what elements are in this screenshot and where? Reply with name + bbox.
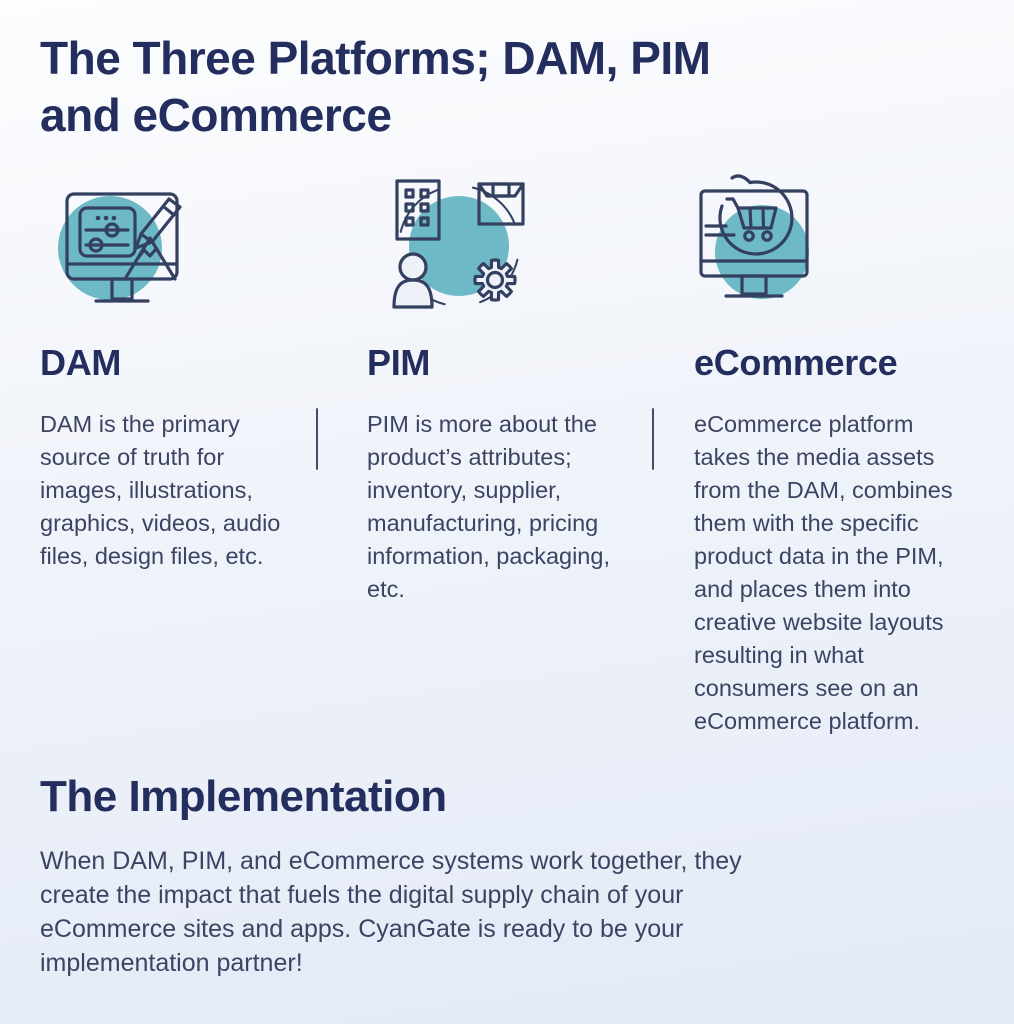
- dam-monitor-design-icon: [40, 166, 305, 324]
- page-title: The Three Platforms; DAM, PIM and eComme…: [40, 32, 711, 142]
- column-pim: PIM PIM is more about the product’s attr…: [367, 166, 632, 738]
- ecommerce-description: eCommerce platform takes the media asset…: [694, 411, 953, 735]
- dam-icon-svg: [58, 192, 182, 303]
- column-dam: DAM DAM is the primary source of truth f…: [40, 166, 305, 738]
- column-divider-2: [652, 408, 654, 470]
- column-ecommerce: eCommerce eCommerce platform takes the m…: [694, 166, 959, 738]
- ecommerce-monitor-cart-icon: [694, 166, 959, 324]
- pim-icon-svg: [392, 179, 525, 309]
- pim-heading: PIM: [367, 342, 431, 384]
- pim-description: PIM is more about the product’s attribut…: [367, 411, 610, 603]
- column-divider-1: [316, 408, 318, 470]
- pim-product-network-icon: [367, 166, 632, 324]
- ecommerce-icon-svg: [699, 174, 809, 300]
- implementation-heading: The Implementation: [40, 772, 447, 821]
- implementation-section: The Implementation When DAM, PIM, and eC…: [40, 772, 820, 980]
- implementation-description: When DAM, PIM, and eCommerce systems wor…: [40, 847, 742, 977]
- platform-columns: DAM DAM is the primary source of truth f…: [40, 166, 974, 738]
- dam-description: DAM is the primary source of truth for i…: [40, 411, 281, 570]
- ecommerce-heading: eCommerce: [694, 342, 898, 384]
- dam-heading: DAM: [40, 342, 122, 384]
